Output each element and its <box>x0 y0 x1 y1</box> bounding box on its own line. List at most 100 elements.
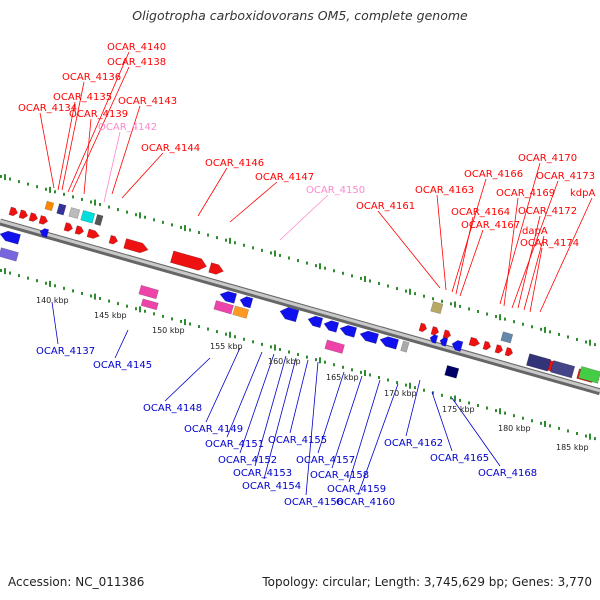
guide-tick <box>319 263 321 270</box>
feature-box-2 <box>140 298 159 311</box>
connector-forward-15 <box>455 216 474 295</box>
guide-tick <box>409 288 411 295</box>
guide-dot <box>108 299 110 303</box>
guide-dot <box>234 335 236 339</box>
connector-forward-8 <box>121 152 164 199</box>
reverse-gene-2 <box>219 291 238 304</box>
guide-tick <box>184 225 186 232</box>
feature-box-17-shape <box>444 365 460 379</box>
guide-tick <box>499 314 501 321</box>
forward-gene-3-shape <box>38 215 49 225</box>
guide-tick <box>454 301 456 308</box>
reverse-gene-9 <box>379 336 400 350</box>
guide-dot <box>549 424 551 428</box>
guide-dot <box>108 205 110 209</box>
guide-dot <box>81 291 83 295</box>
guide-tick <box>544 420 546 427</box>
feature-box-4 <box>232 305 250 319</box>
connector-reverse-15 <box>431 391 453 452</box>
gene-label-ocar_4134: OCAR_4134 <box>18 103 77 114</box>
guide-dot <box>198 231 200 235</box>
forward-gene-1 <box>18 209 29 220</box>
guide-tick <box>274 344 276 351</box>
gene-label-ocar_4169: OCAR_4169 <box>496 188 555 199</box>
gene-label-dapa: dapA <box>522 226 548 237</box>
forward-gene-3 <box>38 215 49 225</box>
guide-dot <box>324 266 326 270</box>
guide-dot <box>387 284 389 288</box>
reverse-gene-3-shape <box>239 296 254 309</box>
guide-dot <box>360 370 362 374</box>
guide-dot <box>288 256 290 260</box>
reverse-gene-10 <box>429 334 439 344</box>
guide-tick <box>229 237 231 244</box>
feature-box-3 <box>213 300 234 315</box>
guide-dot <box>540 421 542 425</box>
guide-dot <box>441 393 443 397</box>
map-title: Oligotropha carboxidovorans OM5, complet… <box>132 8 468 23</box>
connector-reverse-8 <box>289 359 309 434</box>
gene-label-ocar_4170: OCAR_4170 <box>518 153 577 164</box>
guide-tick <box>274 250 276 257</box>
guide-dot <box>189 228 191 232</box>
guide-dot <box>522 322 524 326</box>
guide-dot <box>387 378 389 382</box>
guide-dot <box>567 429 569 433</box>
forward-gene-12-shape <box>430 326 440 336</box>
gene-label-ocar_4147: OCAR_4147 <box>255 172 314 183</box>
guide-dot <box>261 342 263 346</box>
genome-summary-text: Topology: circular; Length: 3,745,629 bp… <box>262 575 592 589</box>
connector-forward-9 <box>197 167 228 217</box>
forward-gene-16-shape <box>494 344 504 354</box>
forward-gene-2-shape <box>28 212 39 222</box>
guide-dot <box>549 330 551 334</box>
guide-dot <box>558 332 560 336</box>
guide-dot <box>279 347 281 351</box>
reverse-gene-5 <box>307 315 324 329</box>
gene-label-ocar_4145: OCAR_4145 <box>93 360 152 371</box>
guide-dot <box>144 215 146 219</box>
guide-dot <box>495 315 497 319</box>
guide-dot <box>90 200 92 204</box>
guide-dot <box>495 409 497 413</box>
guide-dot <box>72 195 74 199</box>
feature-box-12 <box>500 331 514 344</box>
reverse-gene-0 <box>0 230 21 245</box>
forward-gene-0-shape <box>8 206 19 217</box>
guide-dot <box>117 302 119 306</box>
reverse-gene-6-shape <box>323 320 340 333</box>
forward-gene-17-shape <box>504 346 514 357</box>
forward-gene-9-shape <box>169 250 208 271</box>
gene-label-ocar_4161: OCAR_4161 <box>356 201 415 212</box>
guide-dot <box>234 241 236 245</box>
guide-dot <box>423 388 425 392</box>
guide-dot <box>405 289 407 293</box>
guide-dot <box>576 338 578 342</box>
guide-dot <box>522 416 524 420</box>
forward-gene-7-shape <box>108 234 119 245</box>
connector-forward-21 <box>517 215 541 309</box>
gene-label-ocar_4138: OCAR_4138 <box>107 57 166 68</box>
feature-box-10-shape <box>94 213 104 226</box>
gene-label-ocar_4140: OCAR_4140 <box>107 42 166 53</box>
guide-dot <box>432 391 434 395</box>
feature-box-1-shape <box>138 284 159 300</box>
guide-dot <box>9 271 11 275</box>
reverse-gene-4 <box>279 307 300 323</box>
guide-tick <box>139 212 141 219</box>
forward-gene-16 <box>494 344 504 354</box>
guide-dot <box>513 320 515 324</box>
reverse-gene-12 <box>451 340 464 352</box>
gene-label-ocar_4164: OCAR_4164 <box>451 207 510 218</box>
guide-tick <box>589 339 591 346</box>
guide-dot <box>135 213 137 217</box>
forward-gene-5-shape <box>74 225 85 235</box>
tick-label-2: 150 kbp <box>152 326 185 335</box>
gene-labels: OCAR_4140OCAR_4138OCAR_4136OCAR_4135OCAR… <box>18 42 595 508</box>
dot-guides <box>0 174 596 441</box>
guide-dot <box>297 353 299 357</box>
forward-gene-14 <box>468 336 481 347</box>
guide-dot <box>414 386 416 390</box>
guide-dot <box>54 284 56 288</box>
